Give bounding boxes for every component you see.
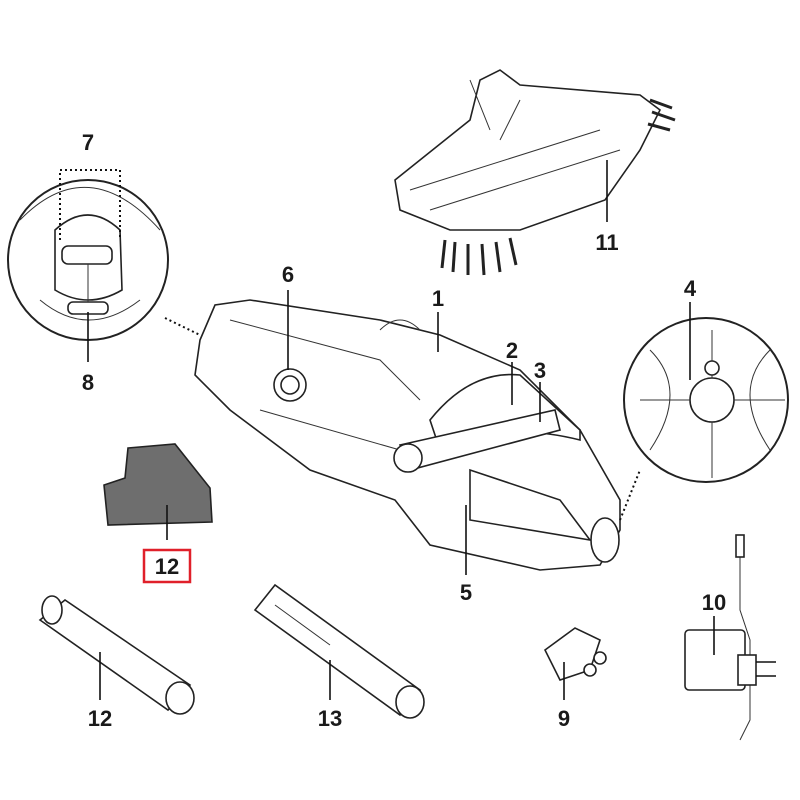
callout-2: 2 <box>506 338 518 363</box>
callout-10: 10 <box>702 590 726 615</box>
part-12-pole-section[interactable] <box>38 595 195 715</box>
callout-6: 6 <box>282 262 294 287</box>
callout-9: 9 <box>558 706 570 731</box>
callout-13: 13 <box>318 706 342 731</box>
highlight-box <box>142 548 192 584</box>
callout-12-highlighted: 12 <box>155 554 179 579</box>
callout-3: 3 <box>534 358 546 383</box>
detail-connector-left <box>164 317 201 336</box>
callout-8: 8 <box>82 370 94 395</box>
callout-11: 11 <box>595 230 618 255</box>
callout-1: 1 <box>432 286 444 311</box>
part-13-handle[interactable] <box>253 583 425 719</box>
callout-5: 5 <box>460 580 472 605</box>
part-5-filter <box>469 468 592 542</box>
callout-7: 7 <box>82 130 94 155</box>
part-9-connector[interactable] <box>543 627 607 681</box>
part-11-brush-head[interactable] <box>394 69 676 276</box>
detail-circle-7-8 <box>7 169 169 341</box>
leader-lines <box>87 160 715 700</box>
callout-4: 4 <box>684 276 697 301</box>
detail-circle-4 <box>623 317 789 483</box>
part-1-main-body[interactable] <box>194 299 621 571</box>
part-12-filter-bag[interactable] <box>103 443 213 526</box>
callout-12: 12 <box>88 706 112 731</box>
part-10-battery-pack[interactable] <box>684 534 776 741</box>
detail-connector-right <box>619 469 641 521</box>
